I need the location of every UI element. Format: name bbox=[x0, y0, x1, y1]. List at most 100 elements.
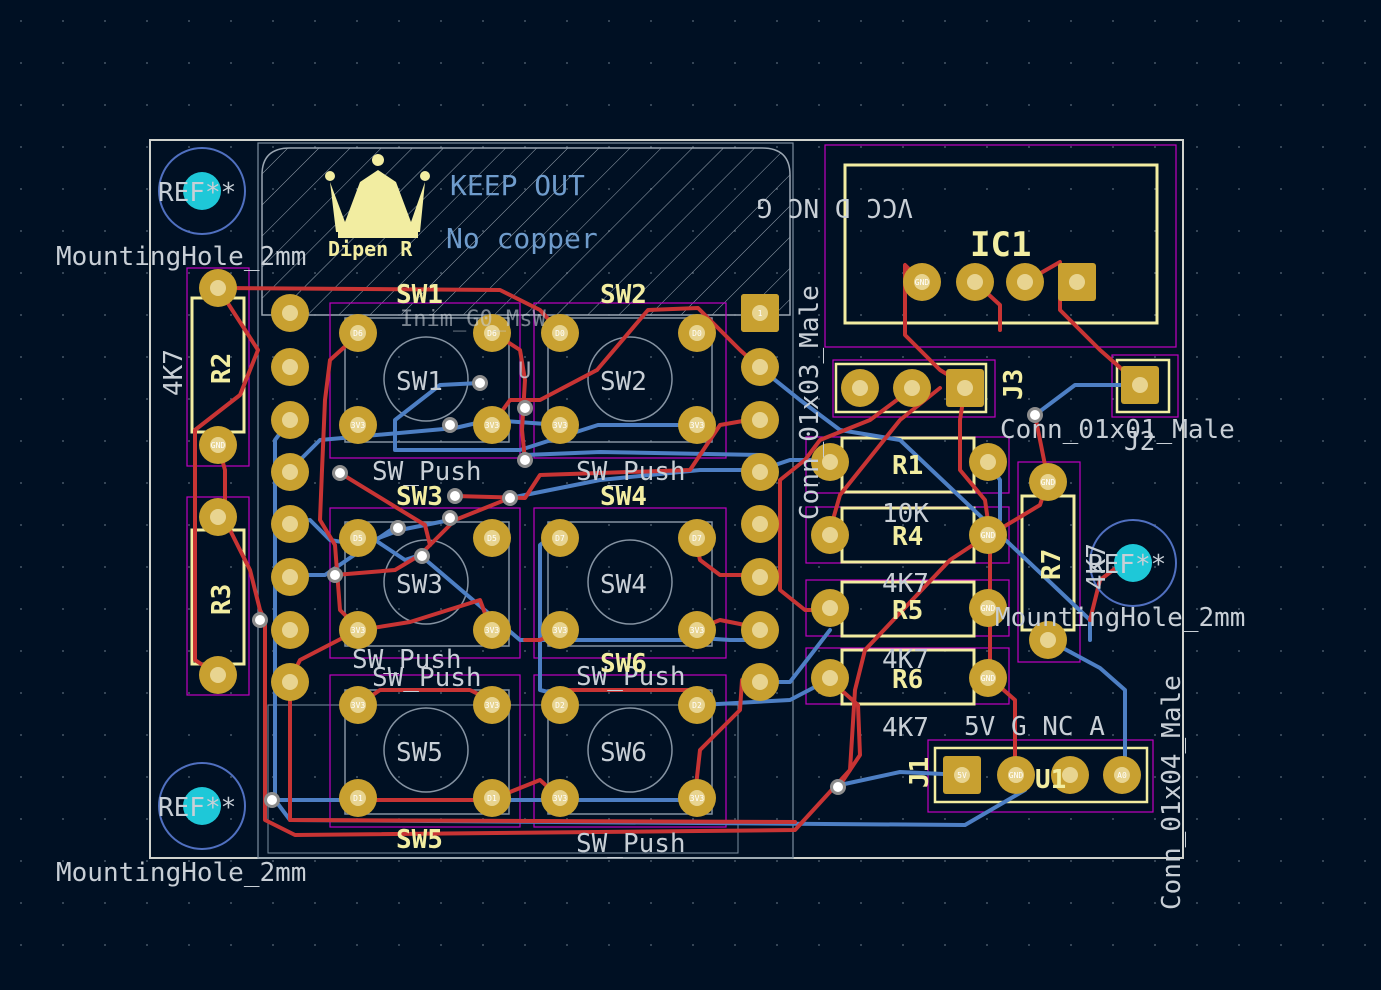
sw2-pad-3[interactable]: 3V3 bbox=[541, 406, 579, 444]
module-right-pad-5[interactable] bbox=[741, 505, 779, 543]
mounting-hole-1[interactable]: REF** MountingHole_2mm bbox=[56, 147, 306, 272]
via-12[interactable] bbox=[252, 612, 268, 628]
sw6-value: SW_Push bbox=[576, 829, 686, 859]
r1-pad-2[interactable] bbox=[969, 443, 1007, 481]
sw5-pad-1[interactable]: 3V3 bbox=[339, 686, 377, 724]
j1-pad-1-label: 5V bbox=[957, 771, 967, 780]
module-left-pad-5[interactable] bbox=[271, 505, 309, 543]
module-left-pad-2[interactable] bbox=[271, 348, 309, 386]
via-13[interactable] bbox=[264, 792, 280, 808]
sw2-pad-1[interactable]: D0 bbox=[541, 314, 579, 352]
ic1-pad-4[interactable]: GND bbox=[903, 263, 941, 301]
j1-pad-1[interactable]: 5V bbox=[943, 756, 981, 794]
j2-pad-1[interactable] bbox=[1121, 366, 1159, 404]
r5-pad-1[interactable] bbox=[811, 589, 849, 627]
module-right-pad-7[interactable] bbox=[741, 611, 779, 649]
j1-pad-2[interactable]: GND bbox=[997, 756, 1035, 794]
sw3-pad-1[interactable]: D5 bbox=[339, 519, 377, 557]
sw4-pad-4[interactable]: 3V3 bbox=[678, 611, 716, 649]
sw2-pad-2[interactable]: D0 bbox=[678, 314, 716, 352]
via-2[interactable] bbox=[442, 417, 458, 433]
r6-pad-1[interactable] bbox=[811, 659, 849, 697]
sw3-pad-3[interactable]: 3V3 bbox=[339, 611, 377, 649]
module-right-pad-6[interactable] bbox=[741, 558, 779, 596]
r4-ref: R4 bbox=[892, 522, 923, 552]
sw3-pad-4[interactable]: 3V3 bbox=[473, 611, 511, 649]
sw5-pad-2[interactable]: 3V3 bbox=[473, 686, 511, 724]
j1-pad-3[interactable] bbox=[1051, 756, 1089, 794]
module-left-pad-3[interactable] bbox=[271, 401, 309, 439]
module-right-pad-8[interactable] bbox=[741, 663, 779, 701]
sw1-pad-4-label: 3V3 bbox=[485, 421, 500, 430]
via-14[interactable] bbox=[830, 779, 846, 795]
mounting-hole-2[interactable]: REF** MountingHole_2mm bbox=[56, 762, 306, 888]
module-right-pad-4[interactable] bbox=[741, 453, 779, 491]
r7-pad-1[interactable]: GND bbox=[1029, 463, 1067, 501]
r2-pad-2[interactable]: GND bbox=[199, 426, 237, 464]
r3-pad-2[interactable] bbox=[199, 656, 237, 694]
via-15[interactable] bbox=[1027, 407, 1043, 423]
ic1-pad-1[interactable] bbox=[1058, 263, 1096, 301]
r7-pad-2[interactable] bbox=[1029, 621, 1067, 659]
sw1-pad-3[interactable]: 3V3 bbox=[339, 406, 377, 444]
logo: Dipen R bbox=[325, 154, 430, 261]
j1-pad-4[interactable]: A0 bbox=[1103, 756, 1141, 794]
module-right-pad-1[interactable]: 1 bbox=[741, 294, 779, 332]
sw3-pad-2[interactable]: D5 bbox=[473, 519, 511, 557]
ic1-pad-2[interactable] bbox=[1006, 263, 1044, 301]
r4-pad-1[interactable] bbox=[811, 516, 849, 554]
sw6-pad-2[interactable]: D2 bbox=[678, 686, 716, 724]
ic1-pad-3[interactable] bbox=[956, 263, 994, 301]
via-5[interactable] bbox=[332, 465, 348, 481]
module-right-pad-3[interactable] bbox=[741, 401, 779, 439]
r1-pad-1[interactable] bbox=[811, 443, 849, 481]
mounting-hole-1-value: MountingHole_2mm bbox=[56, 242, 306, 272]
sw5-pad-4[interactable]: D1 bbox=[473, 779, 511, 817]
module-left-pad-1[interactable] bbox=[271, 294, 309, 332]
via-11[interactable] bbox=[327, 567, 343, 583]
sw1-pad-4[interactable]: 3V3 bbox=[473, 406, 511, 444]
j3-pad-1[interactable] bbox=[946, 369, 984, 407]
r3-pad-1[interactable] bbox=[199, 498, 237, 536]
module-right-pad-2[interactable] bbox=[741, 348, 779, 386]
via-1[interactable] bbox=[472, 375, 488, 391]
r5-pad-2[interactable]: GND bbox=[969, 589, 1007, 627]
sw1-pad-2[interactable]: D6 bbox=[473, 314, 511, 352]
module-left-pad-8[interactable] bbox=[271, 663, 309, 701]
r4-pad-2[interactable]: GND bbox=[969, 516, 1007, 554]
mounting-hole-3-ref: REF** bbox=[1088, 550, 1166, 580]
sw4-ref: SW4 bbox=[600, 482, 647, 512]
mounting-hole-3[interactable]: REF** MountingHole_2mm bbox=[995, 519, 1245, 633]
via-7[interactable] bbox=[502, 490, 518, 506]
sw4-value: SW_Push bbox=[576, 662, 686, 692]
sw6-pad-4-label: 3V3 bbox=[690, 794, 705, 803]
j3-pad-2[interactable] bbox=[893, 369, 931, 407]
sw4-pad-2[interactable]: D7 bbox=[678, 519, 716, 557]
via-9[interactable] bbox=[390, 520, 406, 536]
sw4-pad-1[interactable]: D7 bbox=[541, 519, 579, 557]
module-left-pad-7[interactable] bbox=[271, 611, 309, 649]
r6-pad-2[interactable]: GND bbox=[969, 659, 1007, 697]
sw6-pad-1[interactable]: D2 bbox=[541, 686, 579, 724]
module-left-pad-4[interactable] bbox=[271, 453, 309, 491]
via-8[interactable] bbox=[442, 510, 458, 526]
sw6-pad-4[interactable]: 3V3 bbox=[678, 779, 716, 817]
via-4[interactable] bbox=[517, 452, 533, 468]
logo-text: Dipen R bbox=[328, 237, 413, 261]
via-6[interactable] bbox=[447, 488, 463, 504]
r2-pad-1[interactable] bbox=[199, 269, 237, 307]
sw2-pad-4[interactable]: 3V3 bbox=[678, 406, 716, 444]
module-left-pad-6[interactable] bbox=[271, 558, 309, 596]
r2-pad-2-label: GND bbox=[211, 441, 226, 450]
via-3[interactable] bbox=[517, 400, 533, 416]
sw5-pad-3[interactable]: D1 bbox=[339, 779, 377, 817]
sw4-pad-3[interactable]: 3V3 bbox=[541, 611, 579, 649]
sw2-value: SW_Push bbox=[576, 457, 686, 487]
sw2-pad-4-label: 3V3 bbox=[690, 421, 705, 430]
j3-pad-3[interactable] bbox=[841, 369, 879, 407]
j3-ref: J3 bbox=[999, 369, 1029, 400]
sw1-pad-1[interactable]: D6 bbox=[339, 314, 377, 352]
sw6-pad-3[interactable]: 3V3 bbox=[541, 779, 579, 817]
via-10[interactable] bbox=[414, 548, 430, 564]
